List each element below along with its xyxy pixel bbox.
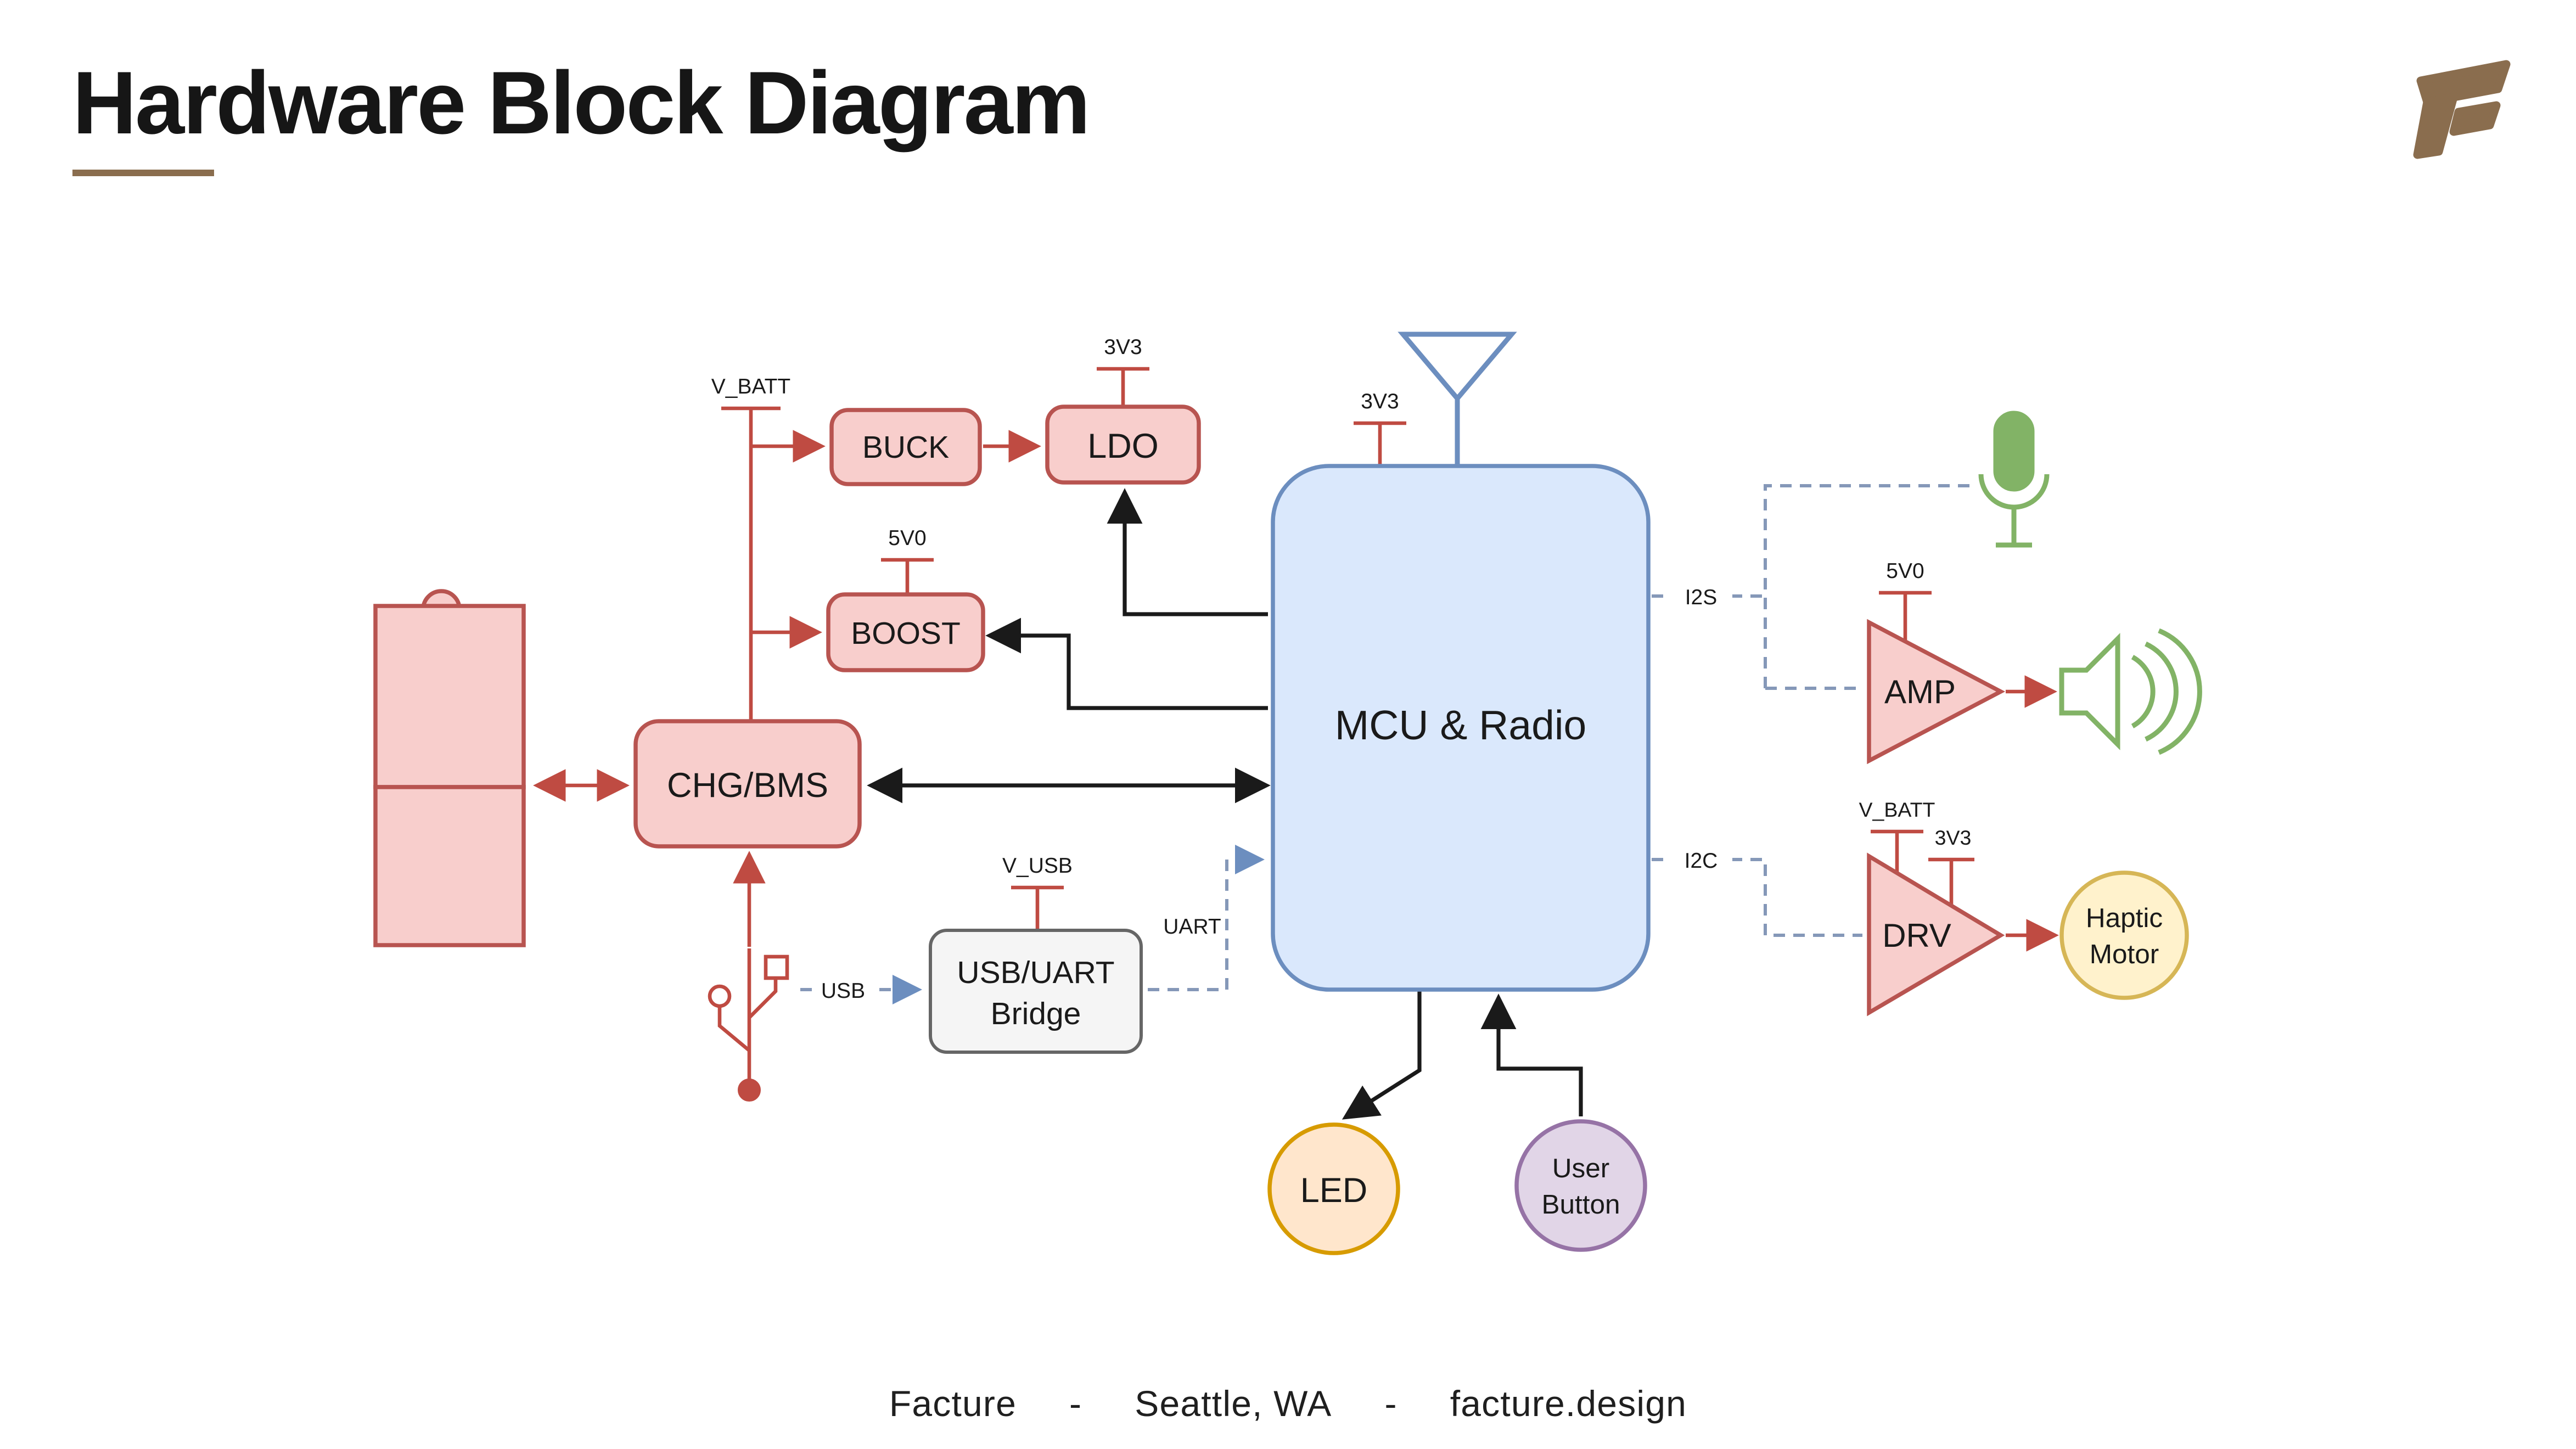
mcu-3v3-rail xyxy=(1354,421,1406,464)
boost-5v0-rail xyxy=(881,558,934,593)
drv-3v3-label: 3V3 xyxy=(1935,826,1972,849)
ldo-3v3-rail xyxy=(1097,367,1149,405)
block-ldo: LDO xyxy=(1045,405,1201,485)
block-drv: DRV xyxy=(1867,852,2005,1016)
block-user-button: User Button xyxy=(1514,1119,1647,1252)
facture-logo-icon xyxy=(2414,60,2511,159)
usb-bus: USB xyxy=(800,973,922,1004)
usb-connector-icon xyxy=(708,948,789,1102)
mcu-led-link xyxy=(1342,991,1422,1120)
usb-uart-bridge-label-2: Bridge xyxy=(991,996,1081,1031)
button-mcu-link xyxy=(1480,993,1583,1116)
amp-label: AMP xyxy=(1884,673,1956,710)
mcu-3v3-label: 3V3 xyxy=(1361,390,1399,413)
drv-label: DRV xyxy=(1882,917,1951,954)
block-boost: BOOST xyxy=(826,592,985,672)
mcu-radio-label: MCU & Radio xyxy=(1335,702,1586,748)
v-usb-label: V_USB xyxy=(1002,854,1073,878)
ldo-3v3-label: 3V3 xyxy=(1104,335,1142,359)
title-block: Hardware Block Diagram xyxy=(72,54,1091,177)
block-led: LED xyxy=(1267,1122,1400,1255)
battery-icon xyxy=(373,589,526,947)
uart-bus: UART xyxy=(1148,845,1265,991)
boost-5v0-label: 5V0 xyxy=(888,526,926,550)
drv-vbatt-label: V_BATT xyxy=(1859,798,1935,821)
block-usb-uart-bridge: USB/UART Bridge xyxy=(929,929,1143,1054)
led-label: LED xyxy=(1300,1171,1368,1210)
i2s-bus-label: I2S xyxy=(1685,586,1718,609)
title-underline xyxy=(72,170,214,177)
block-mcu-radio: MCU & Radio xyxy=(1271,464,1651,992)
i2c-bus: I2C xyxy=(1652,843,1862,937)
microphone-icon xyxy=(1978,411,2050,548)
amp-5v0-label: 5V0 xyxy=(1886,559,1924,583)
footer-website: facture.design xyxy=(1450,1383,1687,1424)
haptic-label-1: Haptic xyxy=(2086,903,2163,933)
i2s-bus: I2S xyxy=(1652,484,1974,690)
mcu-boost-link xyxy=(985,617,1268,710)
block-chg-bms: CHG/BMS xyxy=(633,719,862,849)
amp-5v0-rail xyxy=(1879,591,1932,641)
footer-company: Facture xyxy=(889,1383,1017,1424)
footer-separator: - xyxy=(1384,1383,1398,1424)
mcu-ldo-link xyxy=(1107,488,1268,616)
footer-location: Seattle, WA xyxy=(1135,1383,1332,1424)
boost-label: BOOST xyxy=(851,616,961,651)
user-button-label-1: User xyxy=(1552,1153,1610,1183)
uart-bus-label: UART xyxy=(1163,915,1221,939)
drv-3v3-rail xyxy=(1928,857,1974,906)
user-button-label-2: Button xyxy=(1541,1189,1620,1220)
i2c-bus-label: I2C xyxy=(1685,849,1718,873)
antenna-icon xyxy=(1398,332,1517,466)
block-haptic-motor: Haptic Motor xyxy=(2059,870,2189,1000)
footer: Facture - Seattle, WA - facture.design xyxy=(0,1383,2576,1426)
v-batt-label: V_BATT xyxy=(711,375,790,398)
block-amp: AMP xyxy=(1867,619,2006,765)
block-buck: BUCK xyxy=(829,408,982,486)
footer-separator: - xyxy=(1069,1383,1082,1424)
chg-bms-label: CHG/BMS xyxy=(667,766,828,805)
usb-bus-label: USB xyxy=(821,979,865,1003)
buck-label: BUCK xyxy=(862,430,949,465)
ldo-label: LDO xyxy=(1087,427,1159,465)
v-usb-rail xyxy=(1011,885,1064,929)
drv-vbatt-rail xyxy=(1871,829,1923,873)
usb-uart-bridge-label-1: USB/UART xyxy=(957,955,1114,990)
haptic-label-2: Motor xyxy=(2090,939,2159,969)
page-title: Hardware Block Diagram xyxy=(72,54,1091,153)
speaker-icon xyxy=(2059,628,2202,755)
v-batt-rail xyxy=(721,406,826,720)
